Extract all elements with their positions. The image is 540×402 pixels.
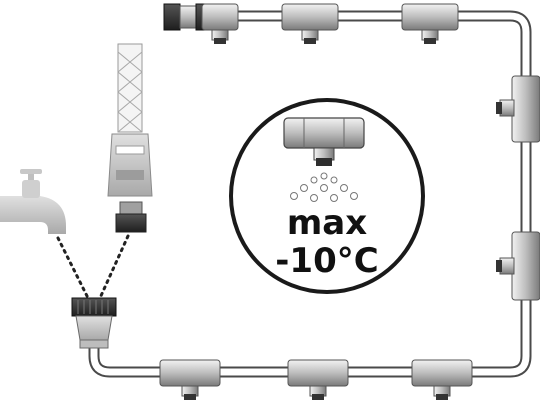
pipe-loop <box>88 10 532 378</box>
pipe-end-connector-icon <box>71 297 117 349</box>
tee-fitting-icon <box>496 75 540 143</box>
hose-icon <box>117 43 143 133</box>
tee-fitting-icon <box>159 359 221 400</box>
tee-fitting-icon <box>283 117 365 166</box>
tee-fitting-icon <box>287 359 349 400</box>
tee-fitting-icon <box>496 231 540 301</box>
dotted-connector-left <box>56 236 90 300</box>
dotted-connector-right <box>98 234 130 300</box>
tee-fitting-icon <box>281 3 339 44</box>
tee-fitting-icon <box>401 3 459 44</box>
tee-fitting-icon <box>201 3 239 44</box>
tap-adapter-icon <box>115 201 147 233</box>
badge-line-1: max <box>287 203 367 243</box>
spray-droplets-icon <box>290 172 358 202</box>
quick-connector-icon <box>107 133 153 197</box>
end-cap-icon <box>163 3 207 31</box>
badge-line-2: -10°C <box>275 241 378 281</box>
faucet-icon <box>0 169 66 234</box>
tee-fitting-icon <box>411 359 473 400</box>
temperature-badge: max -10°C <box>229 98 425 294</box>
